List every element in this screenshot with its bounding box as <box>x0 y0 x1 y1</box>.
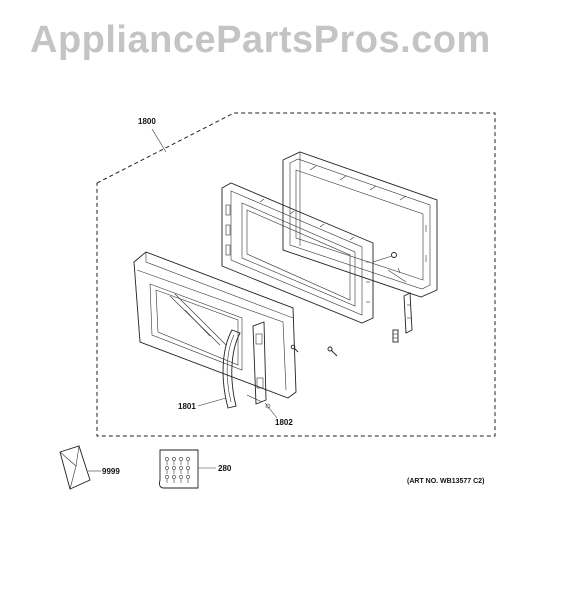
rear-door-panel <box>282 151 438 298</box>
assembly-boundary <box>96 112 496 437</box>
callout-1802: 1802 <box>275 418 293 427</box>
door-handle <box>222 329 241 409</box>
outer-door-front <box>133 251 297 399</box>
callout-9999: 9999 <box>102 467 120 476</box>
leader-1802 <box>264 402 278 419</box>
handle-bracket <box>246 321 271 409</box>
art-number: (ART NO. WB13577 C2) <box>407 478 484 485</box>
leader-1801 <box>197 397 227 407</box>
watermark-text: AppliancePartsPros.com <box>30 19 491 61</box>
door-latch-parts <box>372 252 413 343</box>
callout-1801: 1801 <box>178 402 196 411</box>
literature-envelope <box>59 445 91 490</box>
inner-door-frame <box>221 182 374 324</box>
callout-1800: 1800 <box>138 117 156 126</box>
leader-1800 <box>151 128 167 153</box>
door-screws <box>290 344 338 357</box>
callout-280: 280 <box>218 464 232 473</box>
screw-kit-bag <box>159 449 199 489</box>
